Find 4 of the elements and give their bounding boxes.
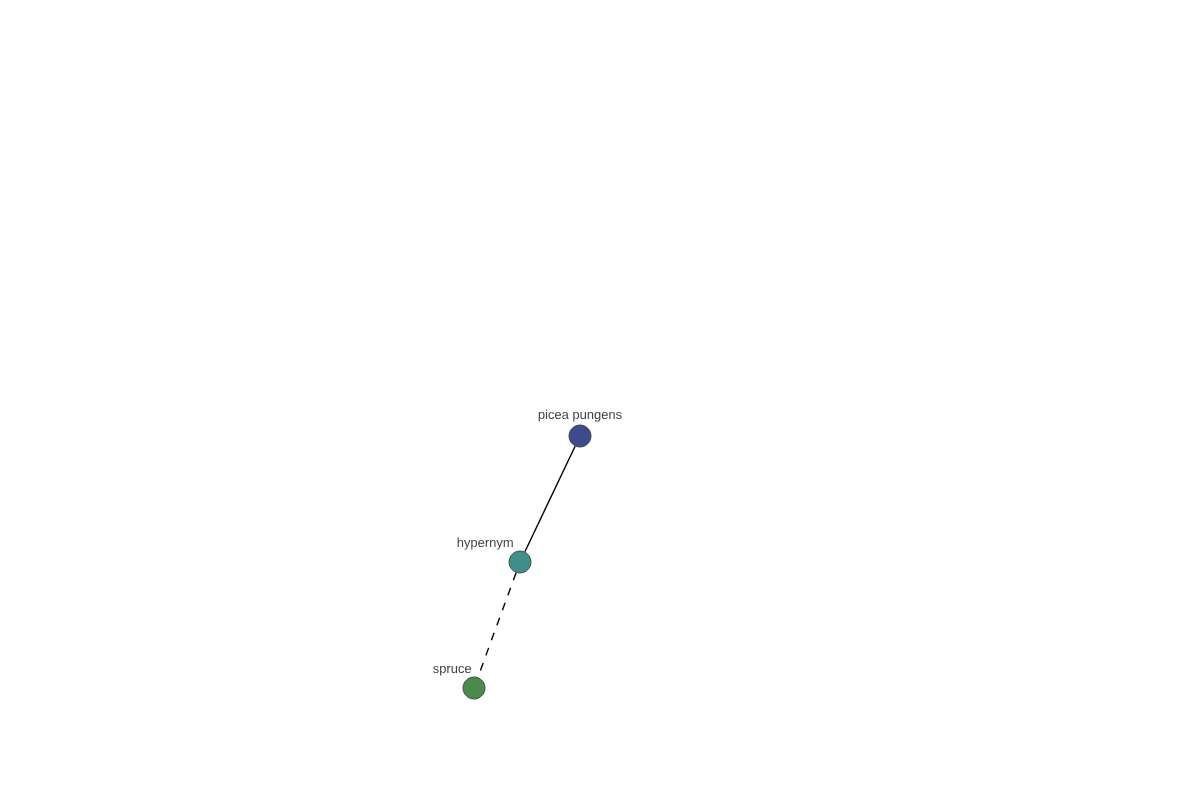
circle-node [508,550,532,574]
circle-node [568,424,592,448]
connector-line [524,445,576,553]
circle-node [462,676,486,700]
